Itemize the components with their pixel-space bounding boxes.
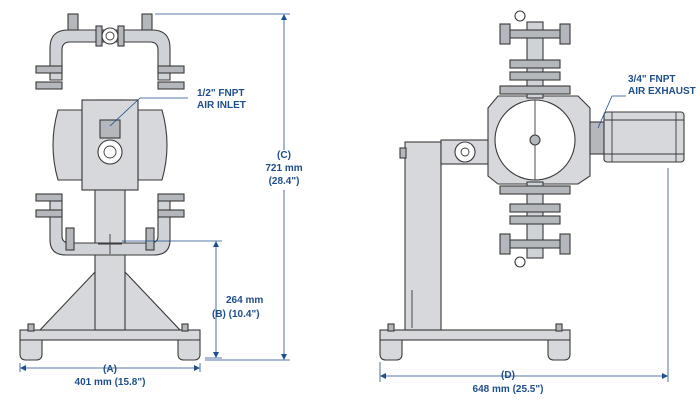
air-inlet-label-1: 1/2" FNPT bbox=[197, 88, 245, 99]
side-dimensions bbox=[379, 168, 669, 382]
width-a-label-2: 401 mm (15.8") bbox=[75, 377, 146, 388]
front-muffler bbox=[97, 139, 123, 165]
depth-d-label-1: (D) bbox=[501, 370, 515, 381]
front-left-foot bbox=[19, 339, 43, 361]
side-exhaust-neck bbox=[589, 121, 605, 155]
front-top-clamp-mid-r bbox=[117, 25, 125, 47]
side-left-foot bbox=[379, 339, 403, 361]
side-stand bbox=[404, 141, 442, 331]
front-top-clamp-mid-l bbox=[95, 25, 103, 47]
front-top-port bbox=[101, 27, 119, 45]
height-c-label-3: (28.4") bbox=[269, 176, 300, 187]
side-view bbox=[379, 10, 685, 361]
front-bolt-right bbox=[181, 323, 189, 332]
air-inlet-label-2: AIR INLET bbox=[197, 100, 246, 111]
front-base-plate bbox=[19, 329, 201, 341]
side-exhaust-muffler bbox=[603, 111, 685, 163]
front-muffler-inner bbox=[103, 145, 117, 159]
depth-d-label-2: 648 mm (25.5") bbox=[473, 384, 544, 395]
front-clamps bbox=[35, 65, 185, 251]
height-c-label-2: 721 mm bbox=[265, 163, 302, 174]
front-air-valve bbox=[99, 119, 121, 139]
front-right-foot bbox=[177, 339, 201, 361]
front-pump-body bbox=[52, 109, 83, 181]
air-exhaust-label-1: 3/4" FNPT bbox=[628, 74, 676, 85]
air-exhaust-label-2: AIR EXHAUST bbox=[628, 86, 696, 97]
height-b-label-2: (B) (10.4") bbox=[212, 309, 260, 320]
front-dimensions bbox=[19, 13, 290, 372]
height-b-label-1: 264 mm bbox=[226, 295, 263, 306]
side-base-plate bbox=[379, 329, 571, 341]
side-mount-fitting bbox=[454, 141, 476, 163]
side-right-foot bbox=[547, 339, 571, 361]
front-top-port-inner bbox=[105, 31, 115, 41]
front-pump-body-right bbox=[137, 109, 168, 181]
front-view bbox=[19, 13, 201, 361]
front-top-clamp-right bbox=[141, 13, 153, 31]
height-c-label-1: (C) bbox=[277, 150, 291, 161]
front-bolt-left bbox=[27, 323, 35, 332]
front-top-clamp-left bbox=[67, 13, 79, 31]
width-a-label-1: (A) bbox=[103, 364, 117, 375]
